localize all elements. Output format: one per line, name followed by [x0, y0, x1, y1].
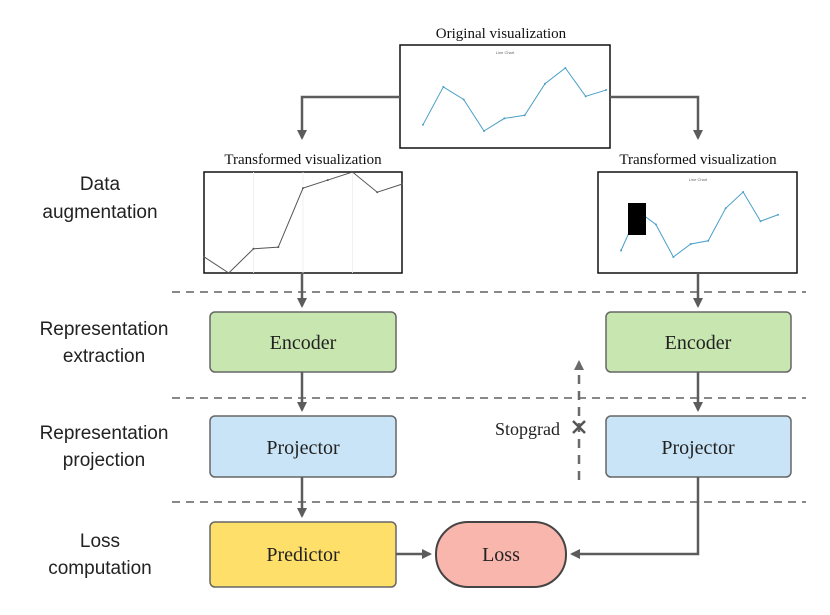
- svg-text:Projector: Projector: [266, 437, 340, 459]
- left-transformed-visualization: [203, 171, 403, 274]
- right-line: [620, 191, 779, 258]
- svg-text:Data: Data: [80, 174, 121, 195]
- encoder-right: Encoder: [605, 311, 792, 373]
- original-point: [605, 89, 607, 92]
- original-mini-chart: [422, 67, 607, 132]
- left-point: [302, 187, 304, 190]
- original-point: [442, 85, 445, 88]
- left-mini-chart: [203, 171, 403, 274]
- right-point: [759, 220, 762, 223]
- svg-text:Representation: Representation: [40, 319, 169, 340]
- right-point: [724, 207, 727, 210]
- original-line: [422, 67, 607, 132]
- original-point: [483, 130, 485, 132]
- right-point: [689, 243, 692, 245]
- svg-text:Loss: Loss: [482, 544, 520, 566]
- left-point: [401, 183, 403, 186]
- left-point: [351, 171, 354, 173]
- svg-text:Representation: Representation: [40, 423, 169, 444]
- original-point: [422, 123, 424, 126]
- left-point: [203, 255, 205, 258]
- svg-text:Encoder: Encoder: [270, 332, 337, 354]
- original-chart-title: Line Chart: [496, 50, 515, 55]
- left-point: [277, 246, 280, 249]
- projector-right: Projector: [605, 415, 792, 478]
- original-point: [462, 98, 465, 101]
- original-point: [523, 114, 526, 117]
- svg-text:Predictor: Predictor: [266, 544, 340, 566]
- encoder-left: Encoder: [209, 311, 397, 373]
- original-point: [544, 82, 546, 85]
- stage-representation-extraction: Representation extraction: [40, 319, 169, 367]
- left-point: [376, 191, 379, 194]
- original-visualization-label: Original visualization: [436, 26, 567, 42]
- stage-representation-projection: Representation projection: [40, 423, 169, 471]
- right-point: [654, 223, 657, 226]
- stopgrad-label: Stopgrad: [495, 419, 560, 439]
- arrow-original-to-left: [297, 95, 400, 140]
- right-point: [672, 256, 675, 258]
- original-point: [584, 95, 587, 98]
- right-point: [707, 239, 710, 242]
- right-chart-title: Line Chart: [689, 177, 708, 182]
- right-transformed-visualization: Line Chart: [597, 171, 798, 274]
- right-transformed-label: Transformed visualization: [619, 152, 777, 168]
- right-point: [742, 191, 745, 193]
- svg-text:Loss: Loss: [80, 531, 120, 552]
- svg-text:Encoder: Encoder: [665, 332, 732, 354]
- left-point: [252, 247, 255, 250]
- stage-data-augmentation: Data augmentation: [42, 174, 157, 223]
- right-point: [777, 213, 779, 216]
- arrow-original-to-right: [610, 95, 703, 140]
- arrow-projector-right-to-loss: [570, 477, 700, 559]
- cutout-mask: [628, 203, 646, 235]
- original-point: [564, 67, 567, 69]
- stage-loss-computation: Loss computation: [48, 531, 152, 579]
- left-point: [227, 272, 230, 274]
- predictor-block: Predictor: [209, 521, 397, 588]
- svg-text:projection: projection: [63, 450, 145, 471]
- loss-block: Loss: [435, 521, 567, 588]
- projector-left: Projector: [209, 415, 397, 478]
- left-point: [326, 179, 329, 182]
- right-point: [620, 249, 622, 252]
- stopgrad-x-icon: [572, 420, 586, 434]
- original-point: [503, 117, 506, 120]
- original-visualization: Line Chart: [399, 44, 611, 149]
- svg-text:augmentation: augmentation: [42, 202, 157, 223]
- svg-text:computation: computation: [48, 558, 152, 579]
- svg-text:extraction: extraction: [63, 346, 145, 367]
- left-transformed-label: Transformed visualization: [224, 152, 382, 168]
- svg-text:Projector: Projector: [661, 437, 735, 459]
